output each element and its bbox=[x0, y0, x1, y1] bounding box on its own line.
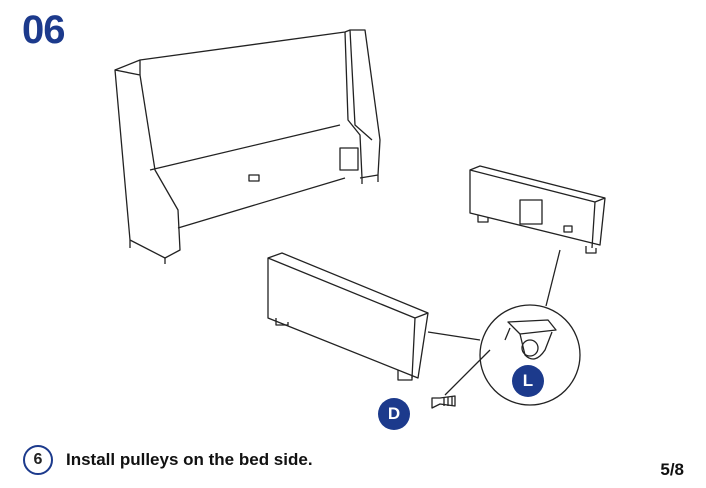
front-side-rail bbox=[267, 252, 481, 381]
instruction-text: Install pulleys on the bed side. bbox=[66, 450, 313, 469]
back-side-rail bbox=[469, 165, 606, 254]
caster-detail bbox=[444, 249, 581, 406]
step-badge: 6 bbox=[23, 445, 53, 475]
page-indicator: 5/8 bbox=[660, 460, 684, 479]
screw bbox=[431, 395, 456, 409]
part-label-screw: D bbox=[378, 398, 410, 430]
step-number: 06 bbox=[22, 8, 65, 52]
headboard bbox=[114, 29, 381, 264]
part-label-caster: L bbox=[512, 365, 544, 397]
